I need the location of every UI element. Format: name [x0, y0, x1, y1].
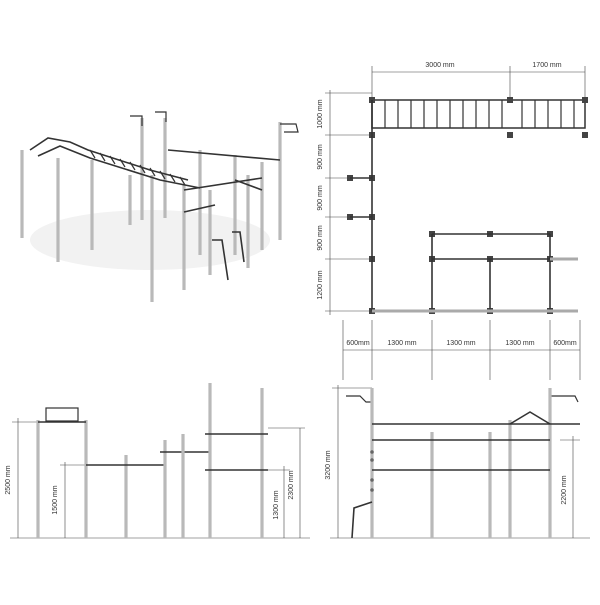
- dim-label: 1000 mm: [317, 99, 324, 128]
- iso-bar: [183, 177, 263, 191]
- dim-label: 900 mm: [317, 185, 324, 210]
- plan-view: 3000 mm 1700 mm: [317, 62, 588, 380]
- isometric-view: [20, 111, 299, 302]
- plan-ladder-rungs: [384, 100, 575, 128]
- front-elevation: 2500 mm 1500 mm 1300 mm 2300 mm: [5, 383, 310, 539]
- dim-label: 900 mm: [317, 225, 324, 250]
- iso-handle: [130, 115, 143, 126]
- dim-label: 900 mm: [317, 144, 324, 169]
- dim-label: 2200 mm: [561, 475, 568, 504]
- iso-handle: [280, 123, 299, 133]
- plan-posts: [347, 97, 588, 314]
- front-ladder-end: [45, 407, 79, 422]
- side-elevation: 3200 mm 2200 mm: [325, 385, 590, 539]
- iso-ladder-rail: [37, 145, 201, 189]
- dim-label: 2500 mm: [5, 465, 12, 494]
- dim-label: 1500 mm: [52, 485, 59, 514]
- iso-bar: [183, 204, 216, 213]
- dim-label: 1200 mm: [317, 270, 324, 299]
- dim-label: 1300 mm: [505, 340, 534, 347]
- dim-label: 1300 mm: [446, 340, 475, 347]
- dim-label: 1300 mm: [273, 490, 280, 519]
- dim-label: 600mm: [346, 340, 370, 347]
- iso-ladder-rungs: [89, 149, 186, 186]
- iso-pullup-bar: [167, 149, 281, 161]
- dim-label: 600mm: [553, 340, 577, 347]
- iso-ladder-rail: [29, 137, 189, 181]
- side-dip: [351, 501, 373, 539]
- iso-dip: [232, 231, 245, 263]
- iso-bar: [234, 179, 263, 191]
- dim-label: 3000 mm: [425, 62, 454, 69]
- dim-label: 3200 mm: [325, 450, 332, 479]
- dim-label: 1300 mm: [387, 340, 416, 347]
- iso-handle: [155, 111, 167, 122]
- dim-label: 2300 mm: [288, 470, 295, 499]
- iso-dip: [212, 239, 229, 281]
- dim-label: 1700 mm: [532, 62, 561, 69]
- plan-ladder: [371, 99, 586, 129]
